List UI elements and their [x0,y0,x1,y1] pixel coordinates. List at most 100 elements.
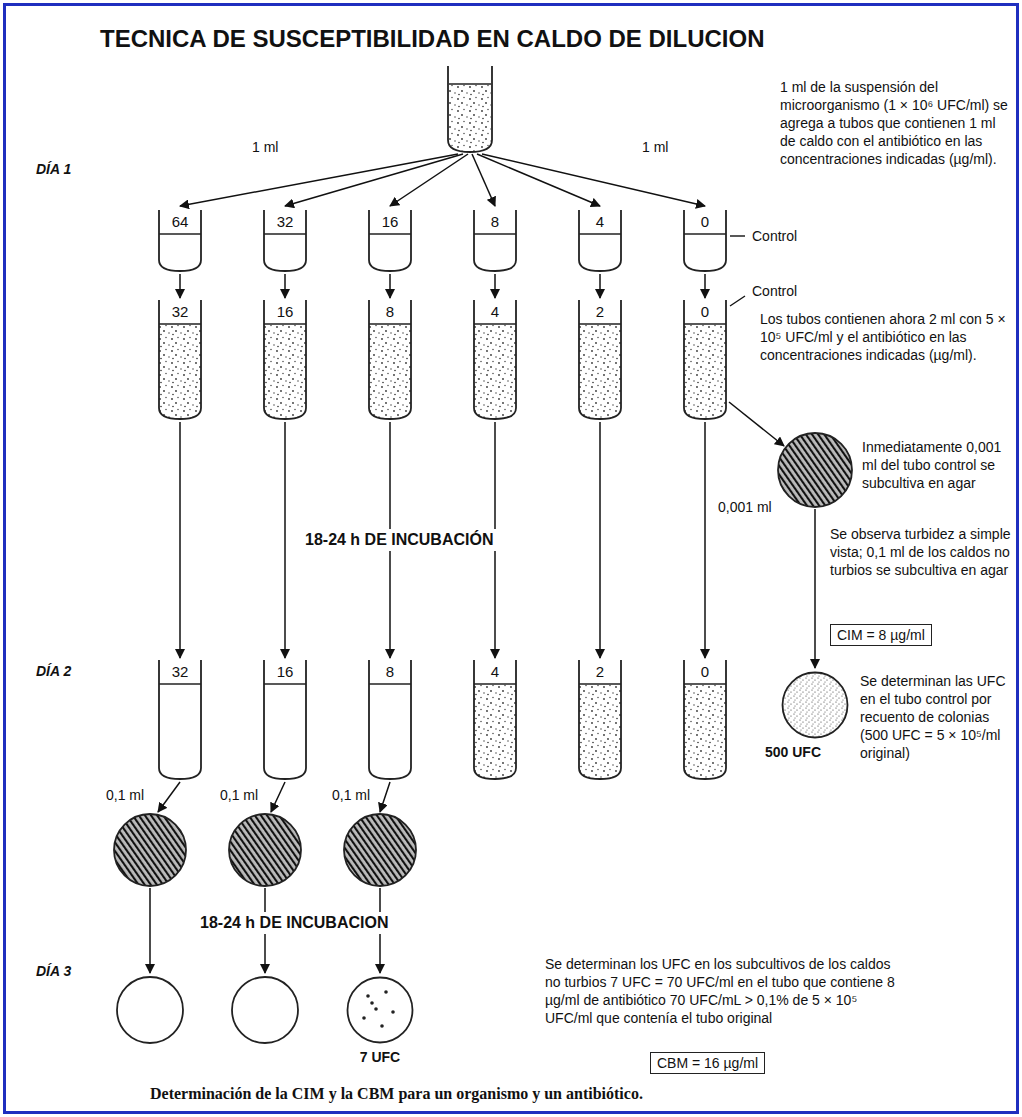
agar-plate-circle [783,673,848,738]
colony-dot [370,1001,374,1005]
concentration-number: 32 [158,300,202,321]
test-tube: 4 [473,660,517,780]
control-label: Control [750,227,799,245]
flow-arrow [704,422,706,658]
diagram-title: TECNICA DE SUSCEPTIBILIDAD EN CALDO DE D… [100,24,764,54]
day-label: DÍA 3 [36,962,71,980]
tube-wall [684,210,726,271]
concentration-number: 16 [263,300,307,321]
concentration-number: 4 [578,210,622,231]
liquid-level [449,83,491,84]
text-slot: 0,1 ml [330,786,372,804]
tube-liquid [449,84,491,151]
test-tube: 8 [368,300,412,420]
text-slot: Los tubos contienen ahora 2 ml con 5 × 1… [760,310,1010,364]
flow-arrow [704,274,706,298]
concentration-number: 8 [473,210,517,231]
text-slot: 18-24 h DE INCUBACION [195,912,393,934]
liquid-level [579,233,621,234]
incubation-label: 18-24 h DE INCUBACIÓN [300,529,498,551]
turbid-broth [264,324,306,419]
source-tube [448,66,492,152]
tube-wall [369,300,411,419]
transfer-arrow [814,509,816,668]
dense-agar-plate [114,814,186,886]
colony-dot [366,994,370,998]
note-text: Los tubos contienen ahora 2 ml con 5 × 1… [760,310,1010,364]
colony-dot [362,1016,366,1020]
text-slot: 0,001 ml [716,498,774,516]
turbid-broth [159,324,201,419]
tube-wall [684,660,726,779]
colony-dot [380,1024,384,1028]
turbid-broth [369,324,411,419]
flow-arrow [599,274,601,298]
liquid-level [159,233,201,234]
tube-wall [579,660,621,779]
turbid-broth [684,324,726,419]
tube-wall [474,660,516,779]
volume-label: 0,1 ml [104,786,146,804]
tube-wall [369,210,411,271]
liquid-level [159,683,201,684]
transfer-arrow [729,402,784,446]
flow-arrow [284,422,286,658]
note-text: Se observa turbidez a simple vista; 0,1 … [830,525,1012,579]
flow-arrow [599,422,601,658]
concentration-number: 0 [683,210,727,231]
flow-arrow [389,274,391,298]
concentration-number: 64 [158,210,202,231]
test-tube: 64 [158,210,202,272]
note-text: Inmediatamente 0,001 ml del tubo control… [862,438,1012,492]
text-slot: 0,1 ml [218,786,260,804]
text-slot: 1 ml [250,138,280,156]
tube-wall [159,210,201,271]
text-slot: Inmediatamente 0,001 ml del tubo control… [862,438,1012,492]
liquid-level [369,233,411,234]
text-slot: DÍA 3 [36,962,71,980]
figure-caption: Determinación de la CIM y la CBM para un… [150,1084,643,1104]
liquid-level [264,323,306,324]
liquid-level [264,233,306,234]
turbid-broth [474,324,516,419]
colony-count: 7 UFC [320,1048,440,1066]
colony-dot [391,1010,395,1014]
concentration-number: 16 [263,660,307,681]
leader-line [730,296,745,306]
text-slot: TECNICA DE SUSCEPTIBILIDAD EN CALDO DE D… [100,24,764,54]
liquid-level [474,683,516,684]
concentration-number: 0 [683,660,727,681]
result-box: CIM = 8 µg/ml [830,624,932,646]
control-label: Control [750,282,799,300]
concentration-number: 8 [368,300,412,321]
tube-wall [264,300,306,419]
concentration-number: 32 [263,210,307,231]
volume-label: 1 ml [640,138,670,156]
text-slot: Se determinan las UFC en el tubo control… [860,672,1012,762]
flow-arrow [179,274,181,298]
test-tube: 4 [473,300,517,420]
dense-agar-plate [229,814,301,886]
day-label: DÍA 2 [36,662,71,680]
text-slot: 1 ml [640,138,670,156]
turbid-broth [474,684,516,779]
test-tube: 8 [473,210,517,272]
text-slot: CIM = 8 µg/ml [830,624,932,646]
concentration-number: 2 [578,300,622,321]
tube-wall [159,660,201,779]
connector-layer [180,274,705,658]
flow-arrow [284,274,286,298]
liquid-level [474,233,516,234]
tube-wall [474,300,516,419]
liquid-level [684,323,726,324]
text-slot: Determinación de la CIM y la CBM para un… [150,1084,643,1104]
concentration-number: 4 [473,300,517,321]
concentration-number: 16 [368,210,412,231]
dispense-arrows [180,154,705,206]
text-slot: DÍA 1 [36,160,71,178]
text-slot: 1 ml de la suspensión del microorganismo… [780,78,1012,168]
text-slot: 18-24 h DE INCUBACIÓN [300,529,498,551]
turbid-broth [579,324,621,419]
test-tube: 2 [578,660,622,780]
